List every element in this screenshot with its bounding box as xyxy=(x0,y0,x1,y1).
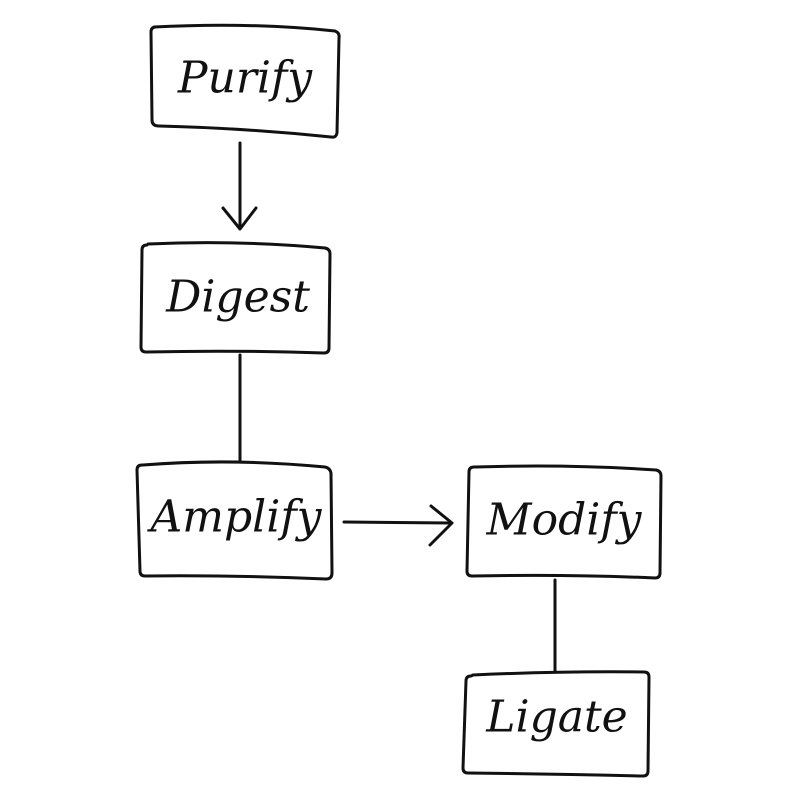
node-label: Amplify xyxy=(147,492,323,543)
node-digest[interactable]: Digest xyxy=(139,241,332,355)
node-ligate[interactable]: Ligate xyxy=(461,670,651,778)
arrowhead-icon xyxy=(428,504,454,547)
node-label: Purify xyxy=(177,53,313,104)
node-label: Modify xyxy=(486,495,643,546)
edge-amplify-to-modify xyxy=(342,504,454,547)
node-purify[interactable]: Purify xyxy=(149,23,341,139)
node-box xyxy=(461,670,651,778)
node-box xyxy=(465,464,663,580)
edge-line xyxy=(342,520,453,525)
edges xyxy=(221,141,557,674)
node-label: Ligate xyxy=(485,692,627,743)
arrowhead-icon xyxy=(221,206,258,231)
node-amplify[interactable]: Amplify xyxy=(135,460,334,581)
node-box xyxy=(139,241,332,355)
node-box xyxy=(135,460,334,581)
node-label: Digest xyxy=(165,272,310,323)
edge-purify-to-digest xyxy=(221,141,258,231)
node-box xyxy=(149,23,341,139)
node-modify[interactable]: Modify xyxy=(465,464,663,580)
